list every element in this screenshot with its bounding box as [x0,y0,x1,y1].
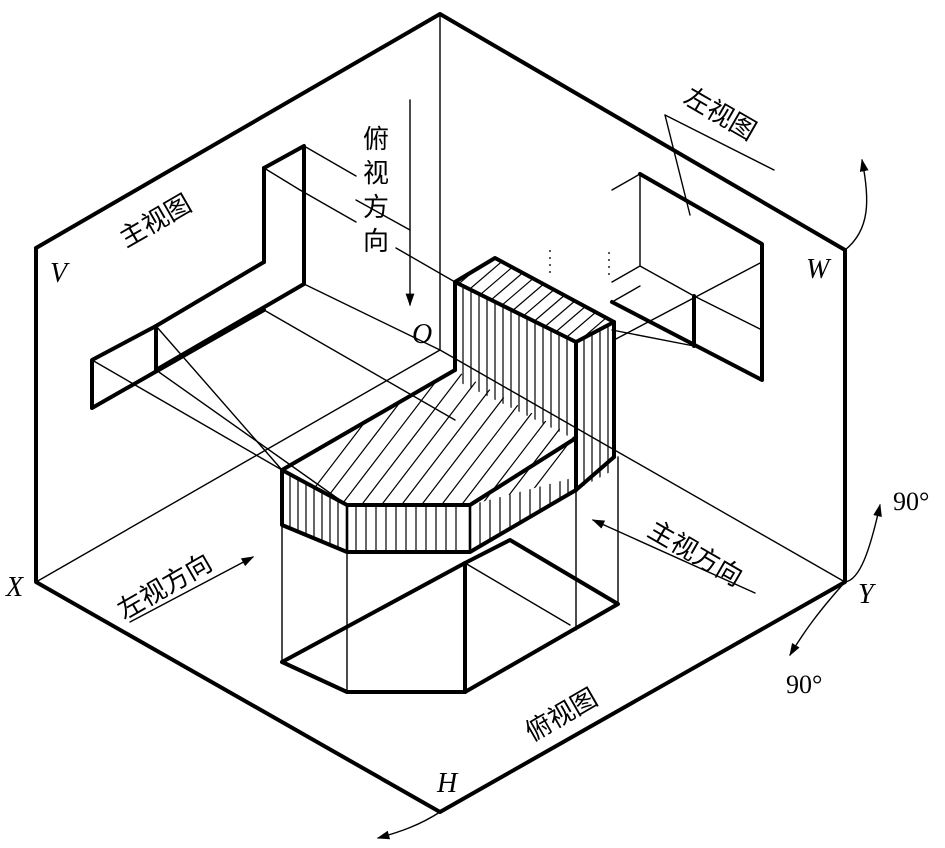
top-view-drawing [280,456,620,694]
y-rotate-arrow-upper [844,503,882,583]
left-view-drawing [610,172,764,382]
solid-object [280,256,616,554]
top-view-label: 俯视图 [521,683,604,748]
front-view-label: 主视图 [115,189,198,254]
top-direction-char-2: 视 [363,159,389,189]
projection-lines [91,145,763,506]
front-view-drawing [90,144,441,410]
left-direction-label: 左视方向 [113,548,218,626]
axis-ox [35,349,441,583]
label-W: W [806,254,832,285]
rotation-upper-label: 90° [893,487,929,516]
h-rotate-arrow [376,811,441,840]
left-view-label: 左视图 [679,82,762,147]
top-direction-char-1: 俯 [363,125,389,155]
rotation-lower-label: 90° [786,670,822,699]
w-rotate-arrow [844,158,869,251]
label-Y: Y [858,579,877,610]
left-direction-arrow [129,556,255,623]
direction-arrows [129,99,882,840]
top-direction-char-3: 方 [363,193,389,223]
y-rotate-arrow-lower [789,581,846,657]
label-V: V [50,258,70,289]
axis-oy [439,349,846,583]
hatch-front-band [289,460,609,552]
top-direction-char-4: 向 [363,227,389,257]
label-H: H [436,768,459,799]
front-direction-label: 主视方向 [643,515,748,593]
label-O: O [412,319,432,350]
left-view-leader [664,114,691,216]
label-X: X [5,572,24,603]
left-view-underline [664,114,775,171]
front-direction-arrow [591,519,756,594]
hatch-top-face [455,258,614,342]
